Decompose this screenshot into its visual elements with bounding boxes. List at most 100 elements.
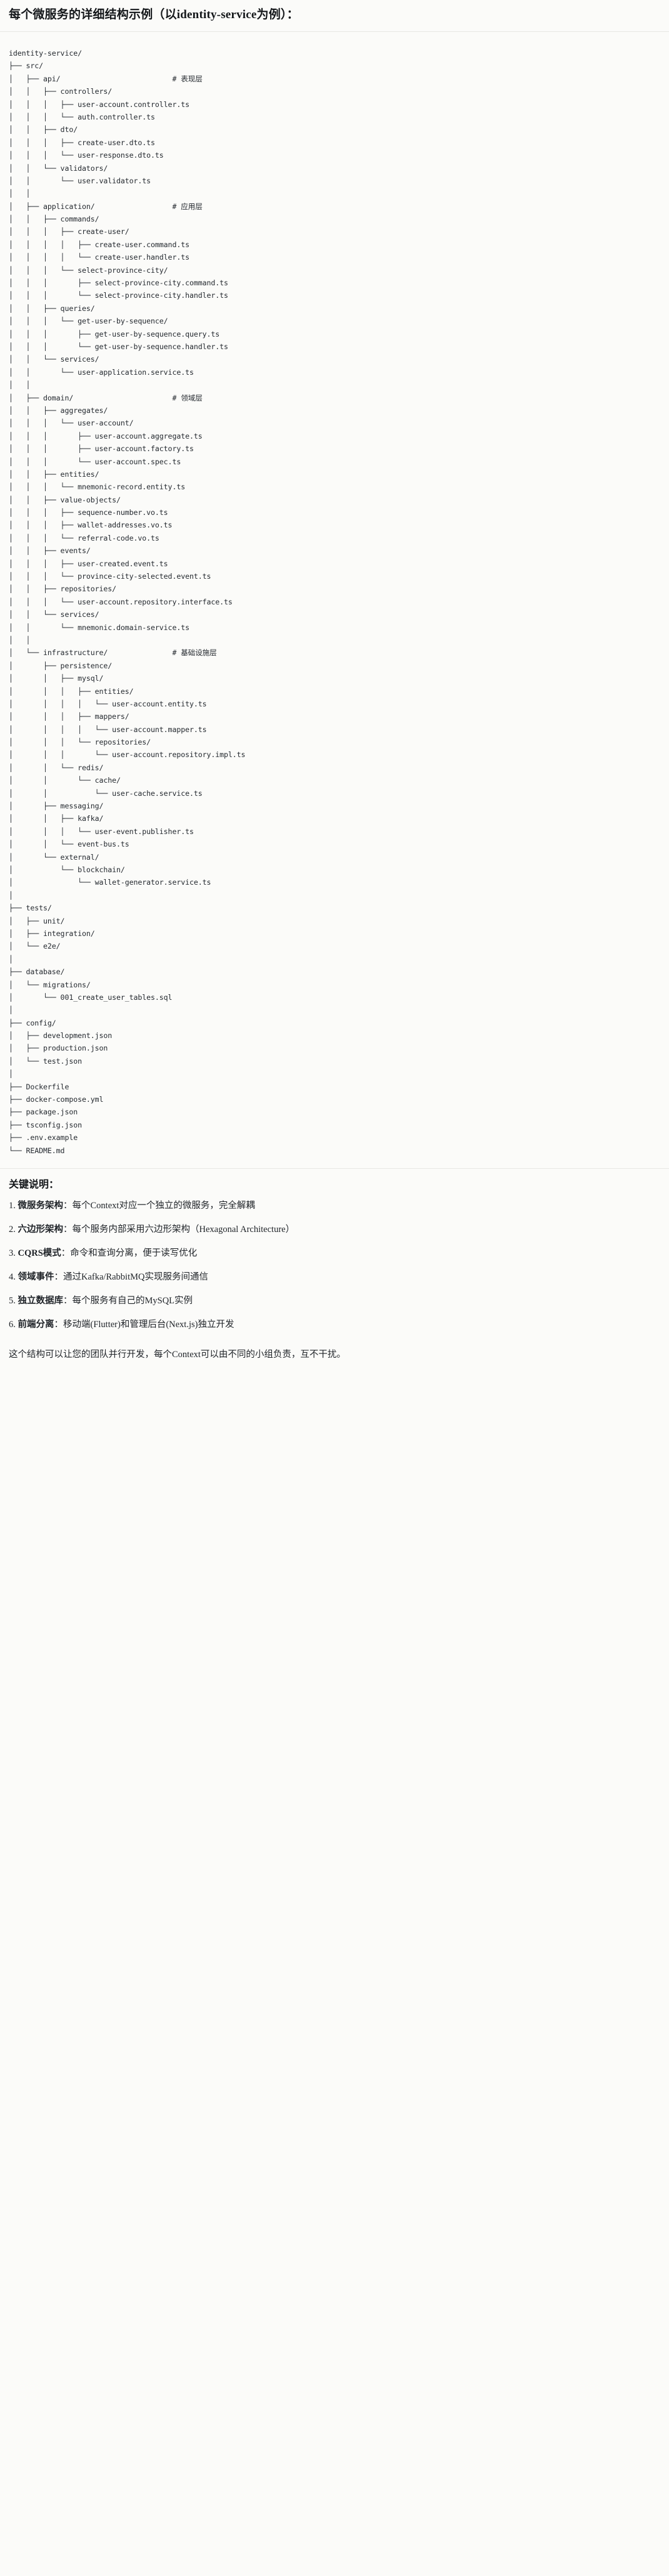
key-note-number: 3. <box>9 1248 16 1258</box>
tree-line: │ │ ├── value-objects/ <box>9 495 121 504</box>
key-note-term: 前端分离 <box>18 1319 54 1330</box>
tree-line: │ │ ├── repositories/ <box>9 584 117 594</box>
tree-line: │ │ │ └── repositories/ <box>9 738 151 747</box>
tree-line: │ ├── production.json <box>9 1044 108 1053</box>
tree-line: │ ├── api/ # 表现层 <box>9 74 203 83</box>
tree-line: │ │ └── redis/ <box>9 763 104 772</box>
tree-line: │ │ ├── queries/ <box>9 303 95 313</box>
tree-line: │ │ └── validators/ <box>9 163 108 173</box>
tree-line: │ └── wallet-generator.service.ts <box>9 878 211 887</box>
tree-line: identity-service/ <box>9 49 82 58</box>
tree-line: ├── tests/ <box>9 904 52 913</box>
tree-line: │ │ └── user-cache.service.ts <box>9 788 203 798</box>
tree-line: │ │ <box>9 635 31 644</box>
key-note-item: 2. 六边形架构：每个服务内部采用六边形架构（Hexagonal Archite… <box>9 1223 660 1236</box>
key-note-text: ：移动端(Flutter)和管理后台(Next.js)独立开发 <box>54 1319 234 1330</box>
key-note-number: 6. <box>9 1319 16 1330</box>
tree-line: │ │ └── event-bus.ts <box>9 840 129 849</box>
key-note-term: CQRS模式 <box>18 1248 61 1258</box>
tree-line: │ │ └── user-application.service.ts <box>9 367 194 377</box>
tree-line: │ │ │ ├── select-province-city.command.t… <box>9 278 228 288</box>
key-note-item: 6. 前端分离：移动端(Flutter)和管理后台(Next.js)独立开发 <box>9 1318 660 1331</box>
key-note-term: 独立数据库 <box>18 1295 64 1306</box>
tree-line: │ │ │ ├── user-created.event.ts <box>9 559 168 568</box>
tree-line: │ ├── application/ # 应用层 <box>9 201 203 211</box>
tree-line: │ └── 001_create_user_tables.sql <box>9 992 173 1002</box>
tree-line: │ <box>9 890 13 900</box>
tree-line: │ <box>9 954 13 964</box>
tree-line: └── README.md <box>9 1146 65 1155</box>
tree-line: │ ├── messaging/ <box>9 802 104 811</box>
key-note-term: 六边形架构 <box>18 1224 64 1235</box>
tree-line: │ │ └── services/ <box>9 610 99 619</box>
tree-line: │ │ ├── commands/ <box>9 215 99 224</box>
tree-line: │ │ └── mnemonic.domain-service.ts <box>9 623 189 632</box>
tree-line: │ │ │ └── user-account.spec.ts <box>9 457 181 466</box>
tree-line: │ │ │ └── auth.controller.ts <box>9 112 155 121</box>
key-note-number: 5. <box>9 1295 16 1306</box>
tree-line: │ │ ├── mysql/ <box>9 674 104 683</box>
tree-line: │ │ ├── aggregates/ <box>9 405 108 415</box>
tree-line: │ │ └── cache/ <box>9 776 121 785</box>
tree-line: │ │ │ └── get-user-by-sequence/ <box>9 317 168 326</box>
key-note-text: ：命令和查询分离，便于读写优化 <box>61 1248 198 1258</box>
tree-line: │ │ │ └── user-response.dto.ts <box>9 151 164 160</box>
key-note-text: ：通过Kafka/RabbitMQ实现服务间通信 <box>54 1271 208 1282</box>
closing-paragraph: 这个结构可以让您的团队并行开发，每个Context可以由不同的小组负责，互不干扰… <box>9 1349 346 1360</box>
tree-line: │ │ │ └── select-province-city/ <box>9 265 168 275</box>
key-notes-title: 关键说明： <box>9 1179 59 1190</box>
tree-line: │ │ │ └── mnemonic-record.entity.ts <box>9 482 186 492</box>
tree-line: │ ├── development.json <box>9 1031 113 1041</box>
tree-line: │ │ │ ├── sequence-number.vo.ts <box>9 508 168 517</box>
tree-line: ├── tsconfig.json <box>9 1120 82 1129</box>
key-note-item: 1. 微服务架构：每个Context对应一个独立的微服务，完全解耦 <box>9 1199 660 1213</box>
tree-line: │ │ │ ├── mappers/ <box>9 712 129 721</box>
tree-line: │ │ ├── dto/ <box>9 125 78 135</box>
tree-line: ├── database/ <box>9 967 65 977</box>
tree-line: │ │ │ │ └── create-user.handler.ts <box>9 253 189 262</box>
tree-line: │ │ │ └── select-province-city.handler.t… <box>9 291 228 300</box>
tree-line: │ └── migrations/ <box>9 980 91 989</box>
tree-line: │ └── blockchain/ <box>9 865 125 874</box>
tree-line: │ └── e2e/ <box>9 942 61 951</box>
tree-line: ├── docker-compose.yml <box>9 1095 104 1104</box>
key-note-item: 3. CQRS模式：命令和查询分离，便于读写优化 <box>9 1246 660 1260</box>
key-notes-section: 关键说明： 1. 微服务架构：每个Context对应一个独立的微服务，完全解耦 2… <box>0 1168 669 1345</box>
tree-line: │ ├── integration/ <box>9 929 95 938</box>
tree-line: │ │ │ ├── entities/ <box>9 686 134 696</box>
tree-line: │ │ │ │ ├── create-user.command.ts <box>9 240 189 249</box>
tree-line: │ └── infrastructure/ # 基础设施层 <box>9 648 217 658</box>
tree-line: │ │ └── services/ <box>9 355 99 364</box>
tree-line: │ <box>9 1069 13 1079</box>
page-title: 每个微服务的详细结构示例（以identity-service为例）： <box>0 0 669 32</box>
key-note-term: 微服务架构 <box>18 1200 64 1211</box>
tree-line: │ ├── persistence/ <box>9 661 113 670</box>
tree-line: │ │ │ ├── user-account.factory.ts <box>9 444 194 454</box>
tree-line: ├── .env.example <box>9 1133 78 1143</box>
tree-line: │ │ │ └── get-user-by-sequence.handler.t… <box>9 342 228 351</box>
tree-line: │ │ │ ├── create-user.dto.ts <box>9 138 155 147</box>
key-note-item: 4. 领域事件：通过Kafka/RabbitMQ实现服务间通信 <box>9 1270 660 1284</box>
tree-line: │ │ ├── entities/ <box>9 469 99 479</box>
tree-line: │ ├── unit/ <box>9 916 65 925</box>
key-note-number: 1. <box>9 1200 16 1211</box>
key-note-term: 领域事件 <box>18 1271 54 1282</box>
tree-line: │ │ │ │ └── user-account.mapper.ts <box>9 725 207 734</box>
key-note-number: 2. <box>9 1224 16 1235</box>
tree-line: │ │ │ └── referral-code.vo.ts <box>9 533 159 542</box>
key-note-text: ：每个服务内部采用六边形架构（Hexagonal Architecture） <box>63 1224 295 1235</box>
directory-tree-code-block: identity-service/├── src/│ ├── api/ # 表现… <box>0 32 669 1168</box>
document-page: 每个微服务的详细结构示例（以identity-service为例）： ident… <box>0 0 669 1360</box>
tree-line: ├── Dockerfile <box>9 1082 69 1091</box>
tree-line: │ │ │ ├── wallet-addresses.vo.ts <box>9 521 173 530</box>
tree-line: │ <box>9 1005 13 1015</box>
tree-line: │ │ <box>9 189 31 198</box>
tree-line: │ └── test.json <box>9 1056 82 1066</box>
tree-line: ├── config/ <box>9 1018 56 1027</box>
tree-line: │ │ │ └── user-account/ <box>9 419 134 428</box>
tree-line: │ │ │ └── province-city-selected.event.t… <box>9 572 211 581</box>
tree-line: │ │ │ └── user-account.repository.impl.t… <box>9 750 246 760</box>
key-note-number: 4. <box>9 1271 16 1282</box>
tree-line: │ └── external/ <box>9 852 99 862</box>
tree-line: │ │ │ │ └── user-account.entity.ts <box>9 699 207 708</box>
